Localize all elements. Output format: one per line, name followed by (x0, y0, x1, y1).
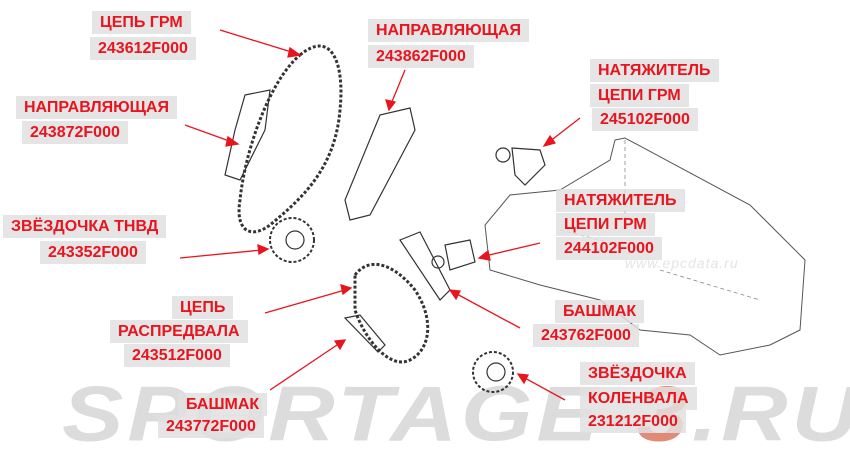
tensioner-mid (444, 239, 476, 271)
part-number: 231212F000 (580, 410, 686, 433)
watermark-tail: .RU (691, 370, 850, 458)
label-line: НАПРАВЛЯЮЩАЯ (368, 19, 529, 42)
part-number: 243612F000 (90, 37, 196, 60)
crank-sprocket (472, 351, 514, 393)
label-line: РАСПРЕДВАЛА (110, 320, 248, 343)
label-line: КОЛЕНВАЛА (580, 387, 697, 410)
part-number: 243862F000 (368, 45, 474, 68)
label-line: НАТЯЖИТЕЛЬ (590, 59, 719, 82)
label-line: НАПРАВЛЯЮЩАЯ (16, 96, 177, 119)
label-line: ЗВЁЗДОЧКА ТНВД (3, 215, 167, 238)
label-line: ЗВЁЗДОЧКА (580, 362, 695, 385)
part-number: 244102F000 (556, 237, 662, 260)
part-number: 245102F000 (592, 108, 698, 131)
part-number: 243762F000 (533, 324, 639, 347)
label-line: НАТЯЖИТЕЛЬ (556, 189, 685, 212)
part-number: 243872F000 (22, 121, 128, 144)
shoe-left (343, 314, 386, 353)
cylinder-head (484, 137, 806, 356)
label-line: ЦЕПЬ ГРМ (92, 11, 191, 34)
cam-chain (353, 262, 430, 364)
label-line: БАШМАК (178, 393, 268, 416)
part-number: 243512F000 (124, 344, 230, 367)
left-guide (224, 89, 271, 181)
part-number: 243772F000 (158, 415, 264, 438)
part-number: 243352F000 (40, 241, 146, 264)
label-line: ЦЕПИ ГРМ (590, 84, 689, 107)
pump-sprocket (269, 217, 315, 263)
right-guide (344, 107, 416, 221)
label-line: ЦЕПИ ГРМ (556, 213, 655, 236)
timing-chain (237, 44, 343, 234)
tensioner-top (511, 147, 546, 186)
label-line: БАШМАК (555, 300, 645, 323)
label-line: ЦЕПЬ (172, 296, 234, 319)
